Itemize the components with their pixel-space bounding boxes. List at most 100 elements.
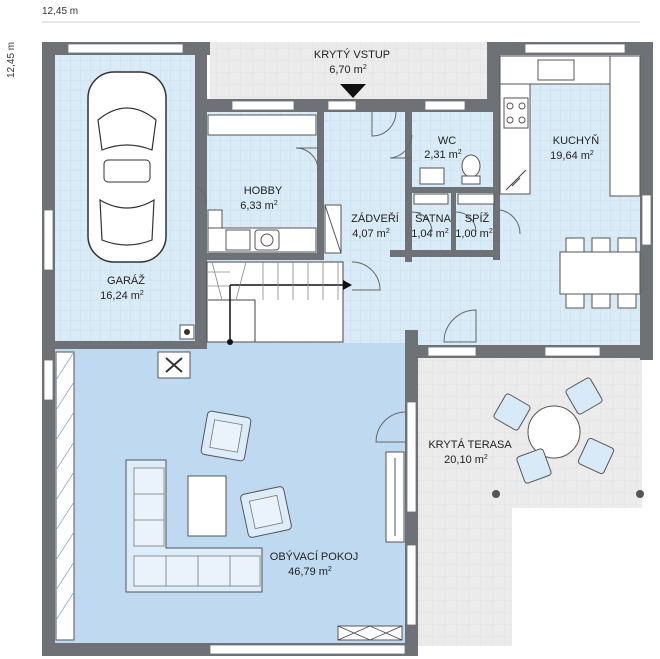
room-label-satna: ŠATNA 1,04 m2	[411, 212, 451, 240]
burner-1	[506, 102, 514, 110]
room-name: ZÁDVEŘÍ	[351, 212, 400, 225]
window-living-west-garage	[43, 359, 54, 401]
burner-4	[518, 116, 526, 124]
wall-pantry-south	[390, 250, 500, 257]
armchair-1-icon	[200, 410, 252, 462]
room-area: 19,64 m2	[550, 150, 594, 162]
window-garage-north	[67, 43, 184, 54]
terrace-table	[527, 405, 581, 459]
terrace-chair-4	[577, 437, 615, 475]
window-kitchen-north	[524, 43, 626, 54]
burner-2	[518, 102, 526, 110]
wall-garage-south	[42, 341, 207, 349]
room-area: 2,31 m2	[424, 149, 462, 161]
window-kitchen-east	[641, 194, 652, 246]
wall-hobby-east	[317, 112, 324, 260]
chimney-flue	[184, 329, 190, 335]
room-label-zadveri: ZÁDVEŘÍ 4,07 m2	[351, 212, 400, 240]
terrace-chair-2	[565, 377, 603, 415]
entrance-arrow-icon	[340, 84, 366, 98]
dining-chair-2	[591, 237, 611, 253]
window-kitchen-south-1	[427, 346, 477, 357]
room-area: 20,10 m2	[444, 454, 488, 466]
hobby-shelf	[207, 114, 317, 136]
width-dimension: 12,45 m	[42, 6, 78, 17]
burner-3	[506, 116, 514, 124]
door-swing-kitchen	[499, 209, 521, 235]
coffee-table	[187, 475, 227, 537]
terrace-chair-3	[516, 448, 552, 484]
wc-washbasin-icon	[419, 167, 445, 185]
room-name: SPÍŽ	[465, 212, 490, 225]
window-entrance-north	[327, 100, 357, 111]
door-swing-wc	[389, 134, 413, 159]
patio-door-south	[337, 625, 403, 641]
wall-pantry-divider	[451, 193, 456, 253]
room-label-kryty-vstup: KRYTÝ VSTUP 6,70 m2	[314, 48, 390, 76]
wall-hobby-south	[207, 253, 322, 260]
terrace-post-2	[636, 490, 644, 498]
room-area: 1,04 m2	[411, 228, 449, 240]
room-name: KRYTÝ VSTUP	[314, 48, 390, 61]
wardrobe-diagonal	[324, 204, 342, 254]
room-area: 4,07 m2	[352, 228, 390, 240]
terrace-post-1	[492, 490, 500, 498]
wardrobe-shelf	[413, 193, 449, 205]
living-shelf-marks	[55, 351, 75, 621]
door-swing-hall	[351, 261, 381, 291]
window-wc-north	[424, 100, 466, 111]
room-name: OBÝVACÍ POKOJ	[270, 550, 358, 563]
cooktop-icon	[503, 97, 529, 129]
window-hobby-north	[231, 100, 295, 111]
door-swing-satna	[411, 211, 433, 233]
armchair-2-icon	[240, 486, 292, 538]
window-living-east-1	[406, 401, 417, 513]
patio-door-marks	[337, 625, 403, 641]
room-area: 1,00 m2	[455, 228, 493, 240]
door-swing-entrance	[371, 111, 397, 137]
room-label-garaz: GARÁŽ 16,24 m2	[100, 274, 145, 302]
living-shelf-west	[55, 351, 75, 641]
window-living-south	[209, 644, 406, 655]
room-name: KRYTÁ TERASA	[428, 438, 512, 451]
wall-wc-south	[405, 187, 499, 193]
room-label-hobby: HOBBY 6,33 m2	[240, 185, 283, 212]
dining-chair-6	[617, 293, 637, 309]
pantry-shelf	[457, 193, 495, 205]
wall-kitchen-divider	[493, 112, 500, 260]
room-label-wc: WC 2,31 m2	[424, 135, 462, 161]
height-dimension: 12,45 m	[6, 42, 17, 78]
room-area: 46,79 m2	[288, 566, 332, 578]
door-swing-terrace	[375, 411, 407, 443]
room-label-obyvaci-pokoj: OBÝVACÍ POKOJ 46,79 m2	[270, 550, 358, 578]
kitchen-sink-icon	[537, 59, 575, 81]
dining-table	[559, 251, 641, 295]
hobby-sink-basin	[260, 233, 274, 247]
door-swing-living	[443, 309, 477, 343]
room-name: GARÁŽ	[107, 274, 145, 287]
door-swing-hobby	[295, 147, 319, 171]
door-swing-spiz	[455, 211, 477, 233]
window-garage-west	[43, 209, 54, 271]
dining-chair-3	[617, 237, 637, 253]
hobby-washer	[225, 229, 251, 251]
room-name: KUCHYŇ	[553, 134, 600, 147]
staircase-icon	[206, 261, 352, 345]
room-name: ŠATNA	[415, 212, 452, 225]
room-label-kryta-terasa: KRYTÁ TERASA 20,10 m2	[428, 438, 512, 466]
room-name: HOBBY	[244, 185, 283, 197]
room-label-kuchyn: KUCHYŇ 19,64 m2	[550, 134, 599, 162]
window-kitchen-south-2	[544, 346, 601, 357]
stove-mark	[165, 357, 183, 373]
toilet-icon	[461, 154, 481, 178]
hobby-boiler	[207, 209, 223, 229]
car-icon	[87, 71, 167, 263]
window-living-east-2	[406, 544, 417, 626]
sofa-icon	[125, 459, 263, 593]
room-label-spiz: SPÍŽ 1,00 m2	[455, 212, 493, 240]
toilet-tank-icon	[461, 175, 481, 185]
room-area: 6,70 m2	[329, 64, 367, 76]
kitchen-stairs-mark	[505, 169, 527, 191]
wall-kitchen-west	[487, 42, 500, 112]
